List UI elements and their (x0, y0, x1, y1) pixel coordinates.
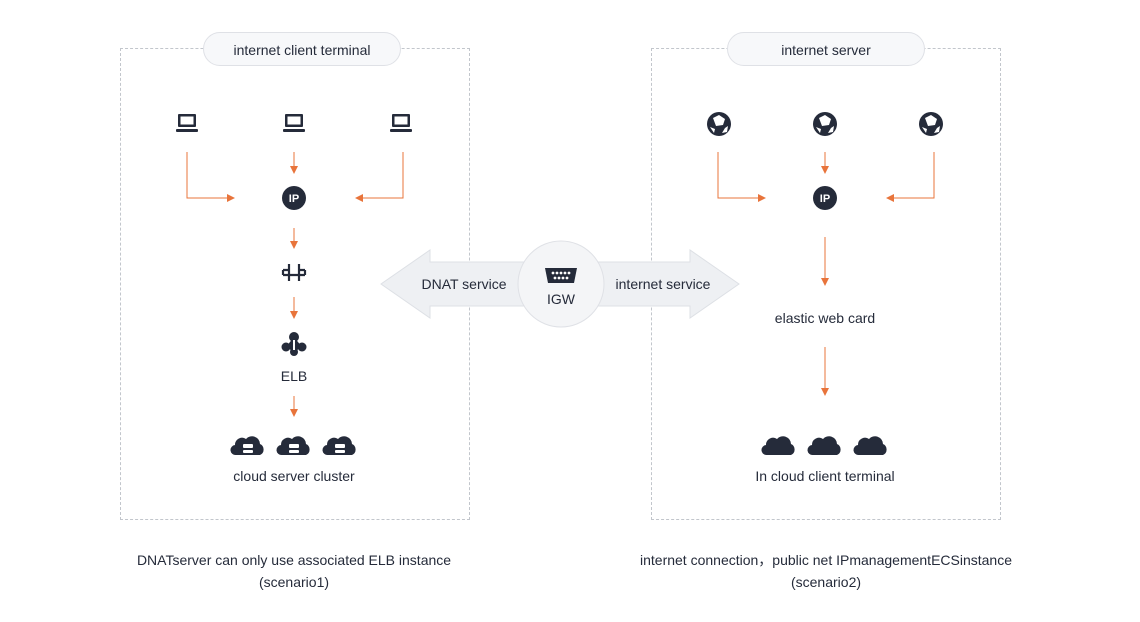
cluster-label: cloud server cluster (233, 468, 355, 484)
ip-badge-icon: IP (813, 186, 837, 210)
internet-service-label: internet service (615, 276, 711, 292)
globe-icon (919, 112, 943, 136)
scenario2-caption-line2: (scenario2) (790, 574, 862, 590)
cloud-icon (761, 436, 795, 456)
flow-arrow (717, 152, 766, 202)
cloud-server-icon (276, 436, 310, 456)
scenario1-title: internet client terminal (203, 32, 401, 66)
elb-label: ELB (280, 368, 308, 384)
scenario1-caption-line2: (scenario1) (258, 574, 330, 590)
cloud-client-terminal-label: In cloud client terminal (755, 468, 895, 484)
igw-label: IGW (547, 291, 575, 307)
igw-circle (517, 240, 605, 328)
cloud-icon (853, 436, 887, 456)
flow-arrow (186, 152, 235, 202)
scenario1-caption: DNATserver can only use associated ELB i… (137, 549, 451, 593)
flow-arrow (886, 152, 935, 202)
load-balancer-icon (281, 332, 307, 356)
gateway-icon (545, 268, 577, 283)
flow-arrow (355, 152, 404, 202)
laptop-icon (176, 114, 198, 132)
ip-badge-text: IP (820, 193, 830, 205)
cloud-icon (807, 436, 841, 456)
scenario1-caption-line1: DNATserver can only use associated ELB i… (136, 552, 452, 568)
globe-icon (813, 112, 837, 136)
scenario2-caption: internet connection，public net IPmanagem… (640, 549, 1012, 593)
laptop-icon (390, 114, 412, 132)
elastic-web-card-label: elastic web card (774, 310, 876, 326)
scenario2-title: internet server (727, 32, 925, 66)
laptop-icon (283, 114, 305, 132)
ip-badge-text: IP (289, 193, 299, 205)
cloud-server-icon (230, 436, 264, 456)
ip-badge-icon: IP (282, 186, 306, 210)
dnat-service-label: DNAT service (421, 276, 507, 292)
nat-switch-icon (281, 264, 307, 281)
cloud-server-icon (322, 436, 356, 456)
scenario2-caption-line1: internet connection，public net IPmanagem… (640, 552, 1012, 568)
globe-icon (707, 112, 731, 136)
